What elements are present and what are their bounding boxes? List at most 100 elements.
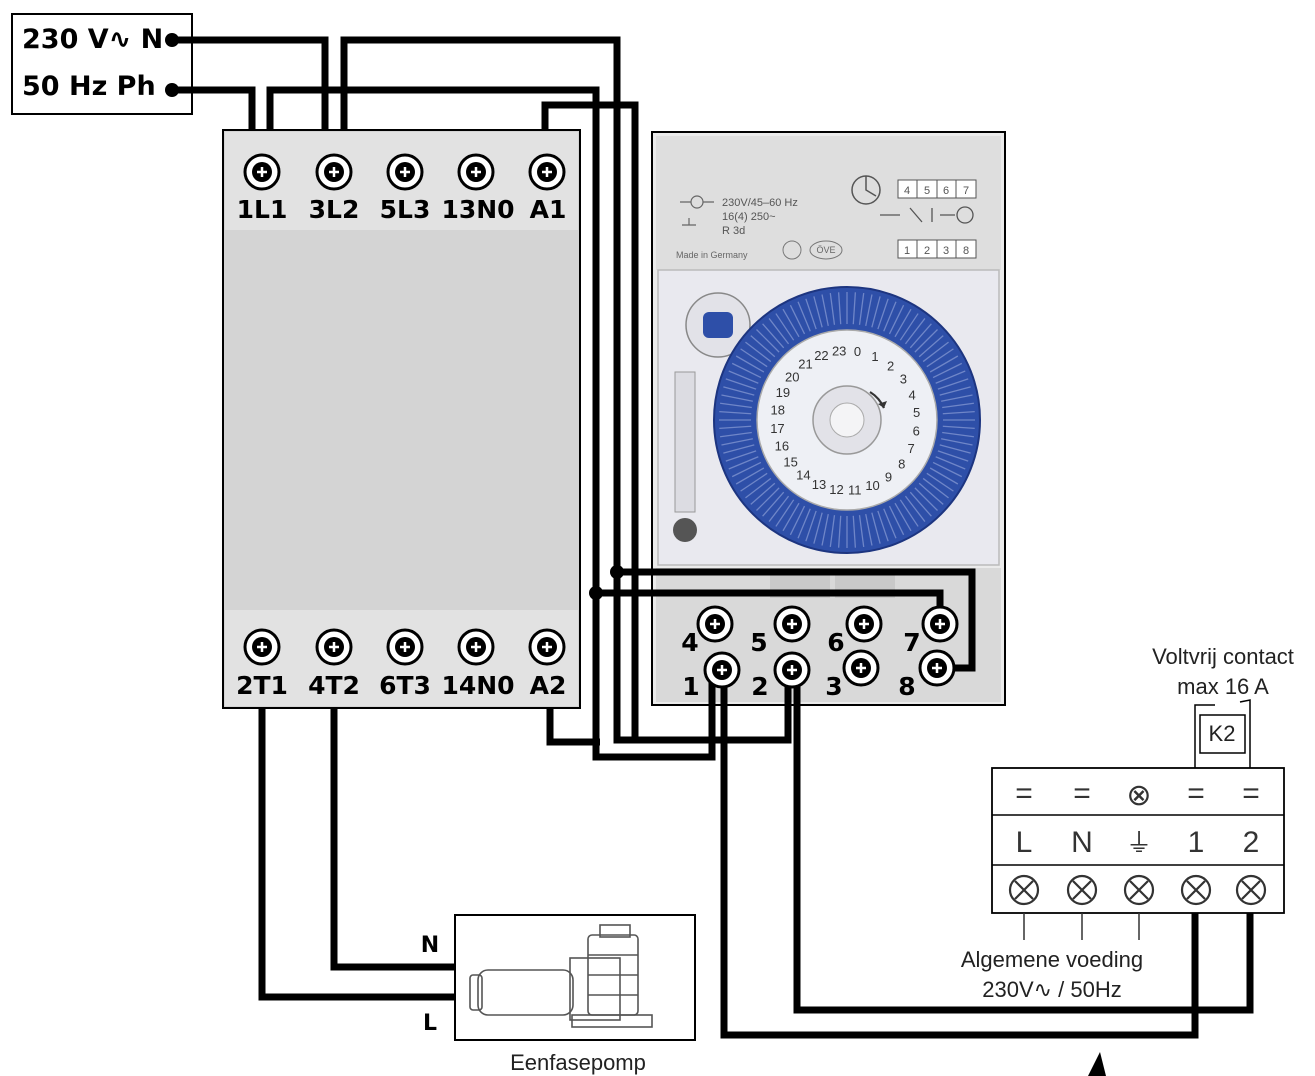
mode-selector-knob[interactable] [703,312,733,338]
dial-segment[interactable] [914,487,938,511]
timer-screw-8[interactable] [918,649,956,687]
dial-segment[interactable] [735,355,765,373]
dial-segment[interactable] [858,515,865,547]
dial-segment[interactable] [719,425,752,430]
dial-segment[interactable] [942,410,975,415]
dial-segment[interactable] [813,296,823,328]
dial-segment[interactable] [909,491,932,517]
timer-screw-6[interactable] [845,605,883,643]
screw-13N0[interactable] [457,153,495,191]
dial-segment[interactable] [745,341,772,363]
dial-segment[interactable] [768,318,790,345]
screw-14N0[interactable] [457,628,495,666]
dial-segment[interactable] [888,304,905,335]
dial-segment[interactable] [865,514,873,546]
dial-segment[interactable] [899,499,919,527]
dial-segment[interactable] [837,515,842,548]
controller-terminal-1[interactable] [1180,874,1212,906]
timer-reset-knob[interactable] [673,518,697,542]
dial-segment[interactable] [775,313,795,341]
dial-segment[interactable] [865,294,873,326]
dial-segment[interactable] [782,502,800,532]
dial-segment[interactable] [821,294,829,326]
dial-segment[interactable] [894,502,912,532]
dial-segment[interactable] [813,512,823,544]
dial-segment[interactable] [922,477,949,499]
dial-segment[interactable] [883,508,897,539]
screw-5L3[interactable] [386,153,424,191]
timer-screw-1[interactable] [703,651,741,689]
dial-segment[interactable] [939,444,971,454]
dial-segment[interactable] [782,308,800,338]
dial-segment[interactable] [899,313,919,341]
dial-segment[interactable] [939,386,971,396]
dial-segment[interactable] [894,308,912,338]
dial-segment[interactable] [888,505,905,536]
dial-segment[interactable] [745,477,772,499]
dial-segment[interactable] [805,298,817,330]
screw-3L2[interactable] [315,153,353,191]
dial-segment[interactable] [750,482,776,505]
dial-segment[interactable] [775,499,795,527]
dial-segment[interactable] [883,301,897,332]
dial-segment[interactable] [721,438,753,446]
dial-segment[interactable] [922,341,949,363]
dial-segment[interactable] [937,450,969,462]
dial-segment[interactable] [914,329,938,353]
dial-segment[interactable] [852,515,857,548]
dial-segment[interactable] [829,293,836,325]
timer-screw-3[interactable] [842,649,880,687]
dial-segment[interactable] [918,335,944,358]
dial-segment[interactable] [797,508,811,539]
dial-segment[interactable] [756,487,780,511]
dial-segment[interactable] [929,467,959,485]
dial-segment[interactable] [731,461,762,478]
dial-segment[interactable] [909,323,932,349]
controller-terminal-N[interactable] [1066,874,1098,906]
dial-segment[interactable] [723,386,755,396]
dial-segment[interactable] [929,355,959,373]
dial-segment[interactable] [937,378,969,390]
dial-segment[interactable] [725,450,757,462]
dial-segments[interactable] [719,292,975,548]
dial-segment[interactable] [720,402,752,409]
dial-segment[interactable] [719,410,752,415]
dial-segment[interactable] [750,335,776,358]
dial-segment[interactable] [935,370,966,384]
dial-segment[interactable] [852,292,857,325]
dial-segment[interactable] [829,515,836,547]
dial-segment[interactable] [762,323,785,349]
timer-screw-7[interactable] [921,605,959,643]
controller-terminal-earth[interactable] [1123,874,1155,906]
dial-segment[interactable] [735,467,765,485]
controller-terminal-L[interactable] [1008,874,1040,906]
dial-segment[interactable] [942,425,975,430]
dial-segment[interactable] [789,505,806,536]
dial-segment[interactable] [728,456,759,470]
screw-4T2[interactable] [315,628,353,666]
dial-segment[interactable] [723,444,755,454]
dial-segment[interactable] [756,329,780,353]
dial-segment[interactable] [797,301,811,332]
dial-segment[interactable] [877,298,889,330]
dial-segment[interactable] [941,394,973,402]
dial-segment[interactable] [837,292,842,325]
dial-segment[interactable] [926,348,954,368]
screw-1L1[interactable] [243,153,281,191]
dial-segment[interactable] [721,394,753,402]
dial-segment[interactable] [935,456,966,470]
dial-segment[interactable] [877,510,889,542]
screw-A1[interactable] [528,153,566,191]
dial-segment[interactable] [904,318,926,345]
dial-segment[interactable] [740,348,768,368]
dial-segment[interactable] [728,370,759,384]
timer-screw-2[interactable] [773,651,811,689]
dial-segment[interactable] [762,491,785,517]
dial-segment[interactable] [942,431,974,438]
dial-segment[interactable] [858,293,865,325]
dial-segment[interactable] [725,378,757,390]
dial-segment[interactable] [918,482,944,505]
dial-segment[interactable] [871,512,881,544]
controller-terminal-2[interactable] [1235,874,1267,906]
